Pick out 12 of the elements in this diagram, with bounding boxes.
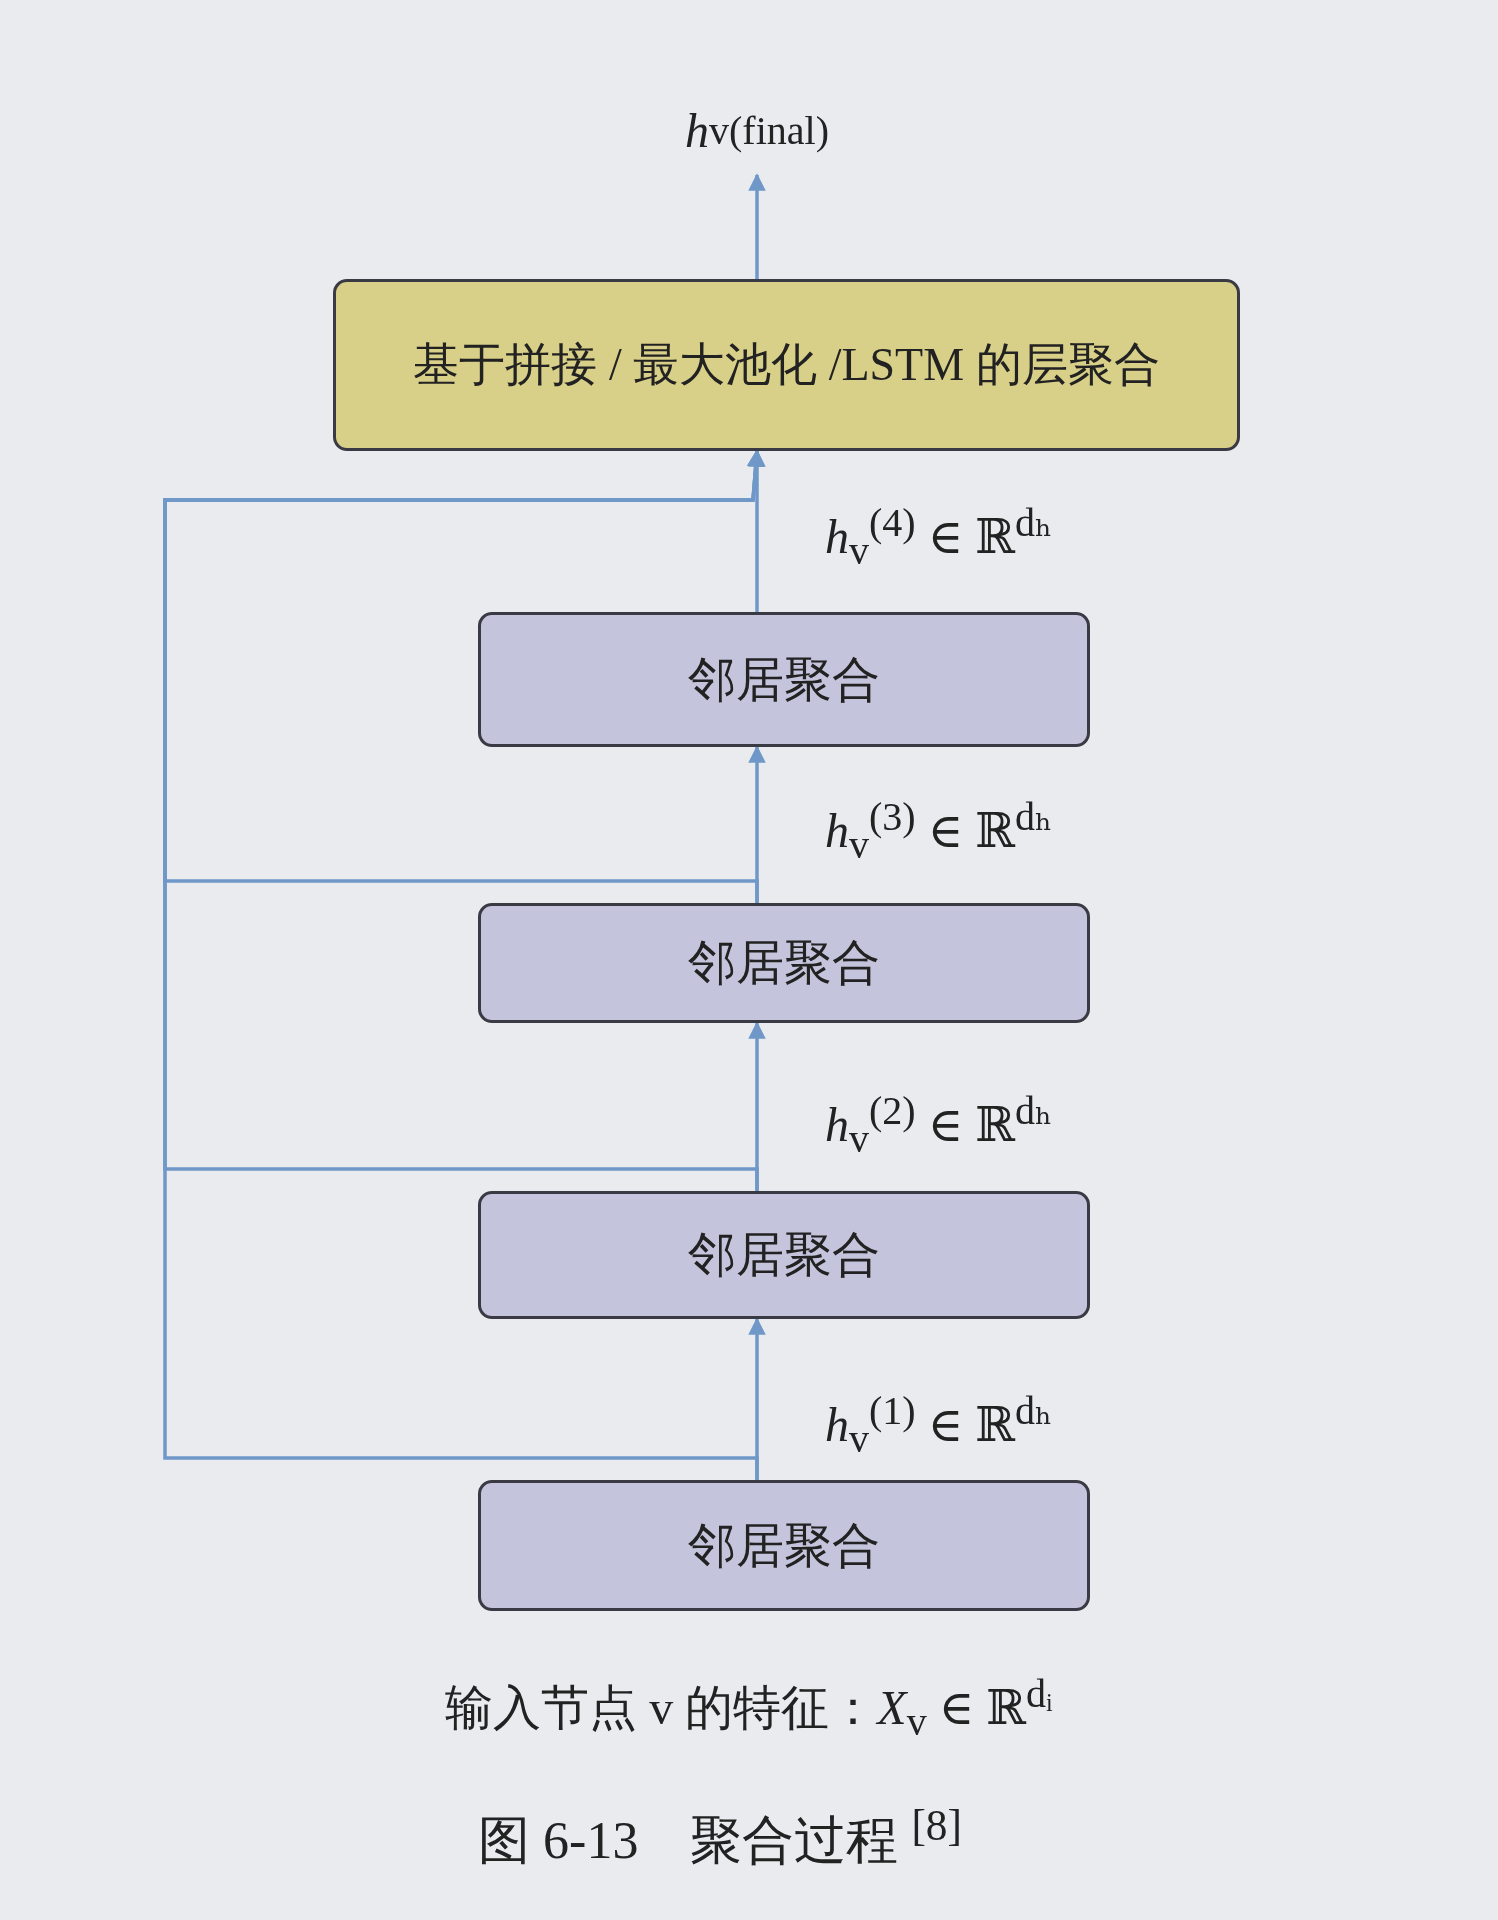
aggregation-box: 邻居聚合 — [478, 903, 1090, 1023]
edge-label: h$_{v}$$^{(2)}$ ∈ ℝ$^{dₕ}$ — [825, 1087, 1053, 1162]
edge-label: h$_{v}$$^{(1)}$ ∈ ℝ$^{dₕ}$ — [825, 1387, 1053, 1462]
arrow — [748, 173, 766, 279]
caption: 图 6-13 聚合过程 $^{[8]}$ — [477, 1800, 963, 1872]
input-label: 输入节点 v 的特征：X$_{v}$ ∈ ℝ$^{dᵢ}$ — [444, 1670, 1054, 1745]
layer-aggregation-box: 基于拼接 / 最大池化 /LSTM 的层聚合 — [333, 279, 1240, 451]
edge-label: h$_{v}$$^{(4)}$ ∈ ℝ$^{dₕ}$ — [825, 499, 1053, 574]
aggregation-box: 邻居聚合 — [478, 612, 1090, 747]
aggregation-box: 邻居聚合 — [478, 1480, 1090, 1611]
aggregation-box: 邻居聚合 — [478, 1191, 1090, 1319]
edge-label: h$_{v}$$^{(3)}$ ∈ ℝ$^{dₕ}$ — [825, 793, 1053, 868]
